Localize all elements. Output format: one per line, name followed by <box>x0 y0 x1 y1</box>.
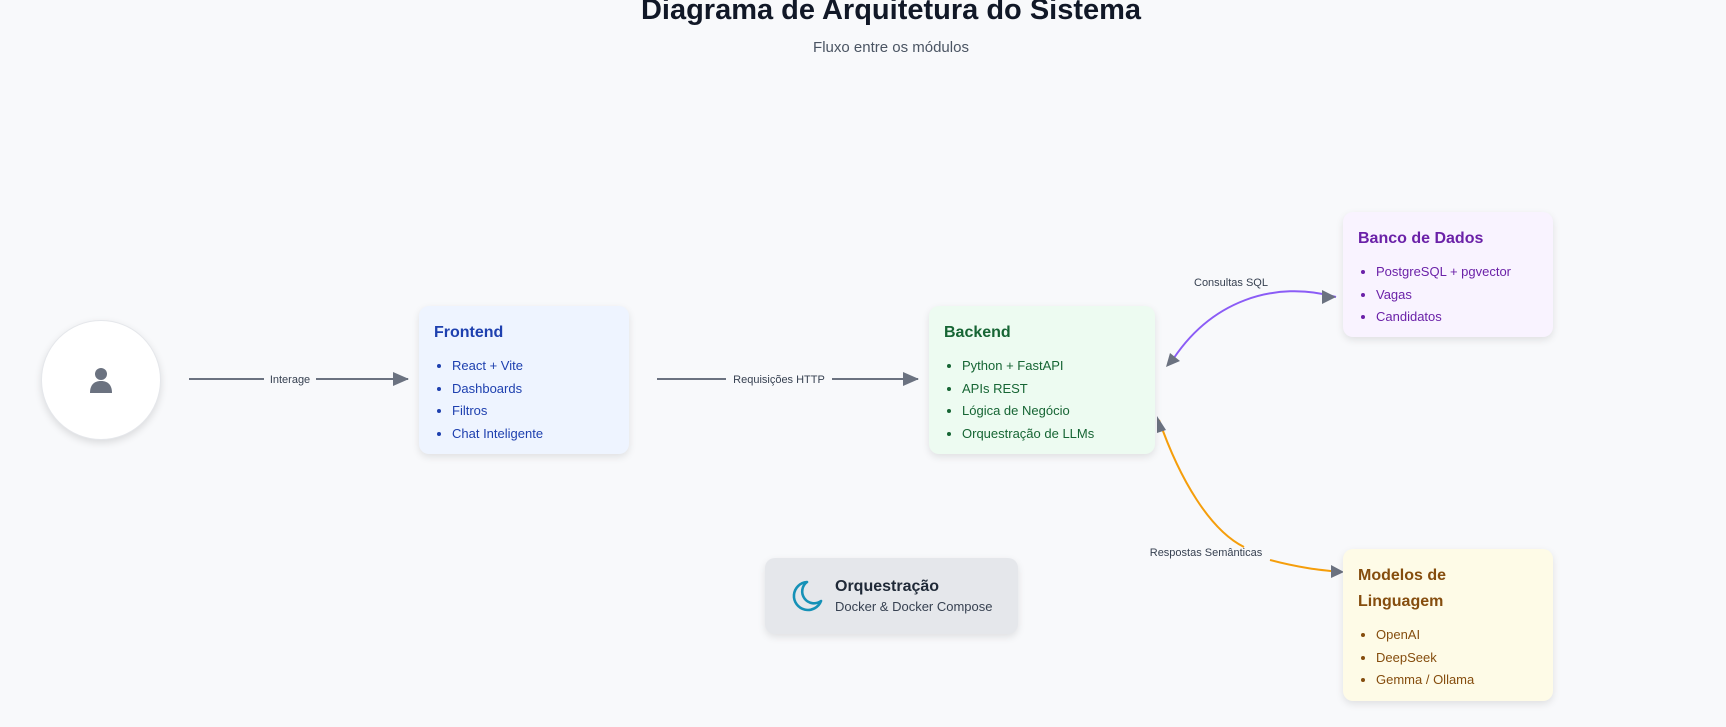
edge-label-consultas-sql: Consultas SQL <box>1194 277 1268 289</box>
language-models-title: Modelos de Linguagem <box>1358 563 1538 615</box>
language-models-title-line1: Modelos de <box>1358 567 1447 584</box>
list-item: Lógica de Negócio <box>962 400 1140 423</box>
list-item: React + Vite <box>452 355 614 378</box>
edge-consultas-sql: Consultas SQL <box>1166 277 1337 367</box>
list-item: Gemma / Ollama <box>1376 669 1538 692</box>
list-item: APIs REST <box>962 378 1140 401</box>
orchestration-node: Orquestração Docker & Docker Compose <box>765 558 1018 634</box>
moon-icon <box>792 580 823 612</box>
edge-interage: Interage <box>189 372 409 386</box>
language-models-node: Modelos de Linguagem OpenAI DeepSeek Gem… <box>1343 549 1553 701</box>
list-item: Candidatos <box>1376 306 1538 329</box>
database-node: Banco de Dados PostgreSQL + pgvector Vag… <box>1343 212 1553 337</box>
backend-node: Backend Python + FastAPI APIs REST Lógic… <box>929 306 1155 454</box>
edge-label-interage: Interage <box>270 374 310 386</box>
database-title: Banco de Dados <box>1358 230 1484 247</box>
page-title: Diagrama de Arquitetura do Sistema <box>640 0 1142 26</box>
list-item: PostgreSQL + pgvector <box>1376 261 1538 284</box>
list-item: Python + FastAPI <box>962 355 1140 378</box>
orchestration-title: Orquestração <box>835 578 940 595</box>
list-item: Dashboards <box>452 378 614 401</box>
list-item: Chat Inteligente <box>452 423 614 446</box>
list-item: DeepSeek <box>1376 647 1538 670</box>
edge-label-respostas-semanticas: Respostas Semânticas <box>1150 547 1263 559</box>
orchestration-subtitle: Docker & Docker Compose <box>835 599 993 614</box>
list-item: Orquestração de LLMs <box>962 423 1140 446</box>
edge-requisicoes-http: Requisições HTTP <box>657 372 919 386</box>
list-item: Vagas <box>1376 284 1538 307</box>
backend-title: Backend <box>944 324 1011 341</box>
page-subtitle: Fluxo entre os módulos <box>813 39 969 56</box>
list-item: OpenAI <box>1376 624 1538 647</box>
user-icon <box>90 368 112 393</box>
user-node <box>41 320 161 440</box>
frontend-list: React + Vite Dashboards Filtros Chat Int… <box>434 355 614 445</box>
edge-label-requisicoes-http: Requisições HTTP <box>733 374 825 386</box>
list-item: Filtros <box>452 400 614 423</box>
frontend-title: Frontend <box>434 324 504 341</box>
language-models-list: OpenAI DeepSeek Gemma / Ollama <box>1358 624 1538 692</box>
backend-list: Python + FastAPI APIs REST Lógica de Neg… <box>944 355 1140 445</box>
frontend-node: Frontend React + Vite Dashboards Filtros… <box>419 306 629 454</box>
language-models-title-line2: Linguagem <box>1358 593 1444 610</box>
edge-respostas-semanticas: Respostas Semânticas <box>1150 416 1344 578</box>
database-list: PostgreSQL + pgvector Vagas Candidatos <box>1358 261 1538 329</box>
orchestration-text: Orquestração Docker & Docker Compose <box>835 576 993 616</box>
